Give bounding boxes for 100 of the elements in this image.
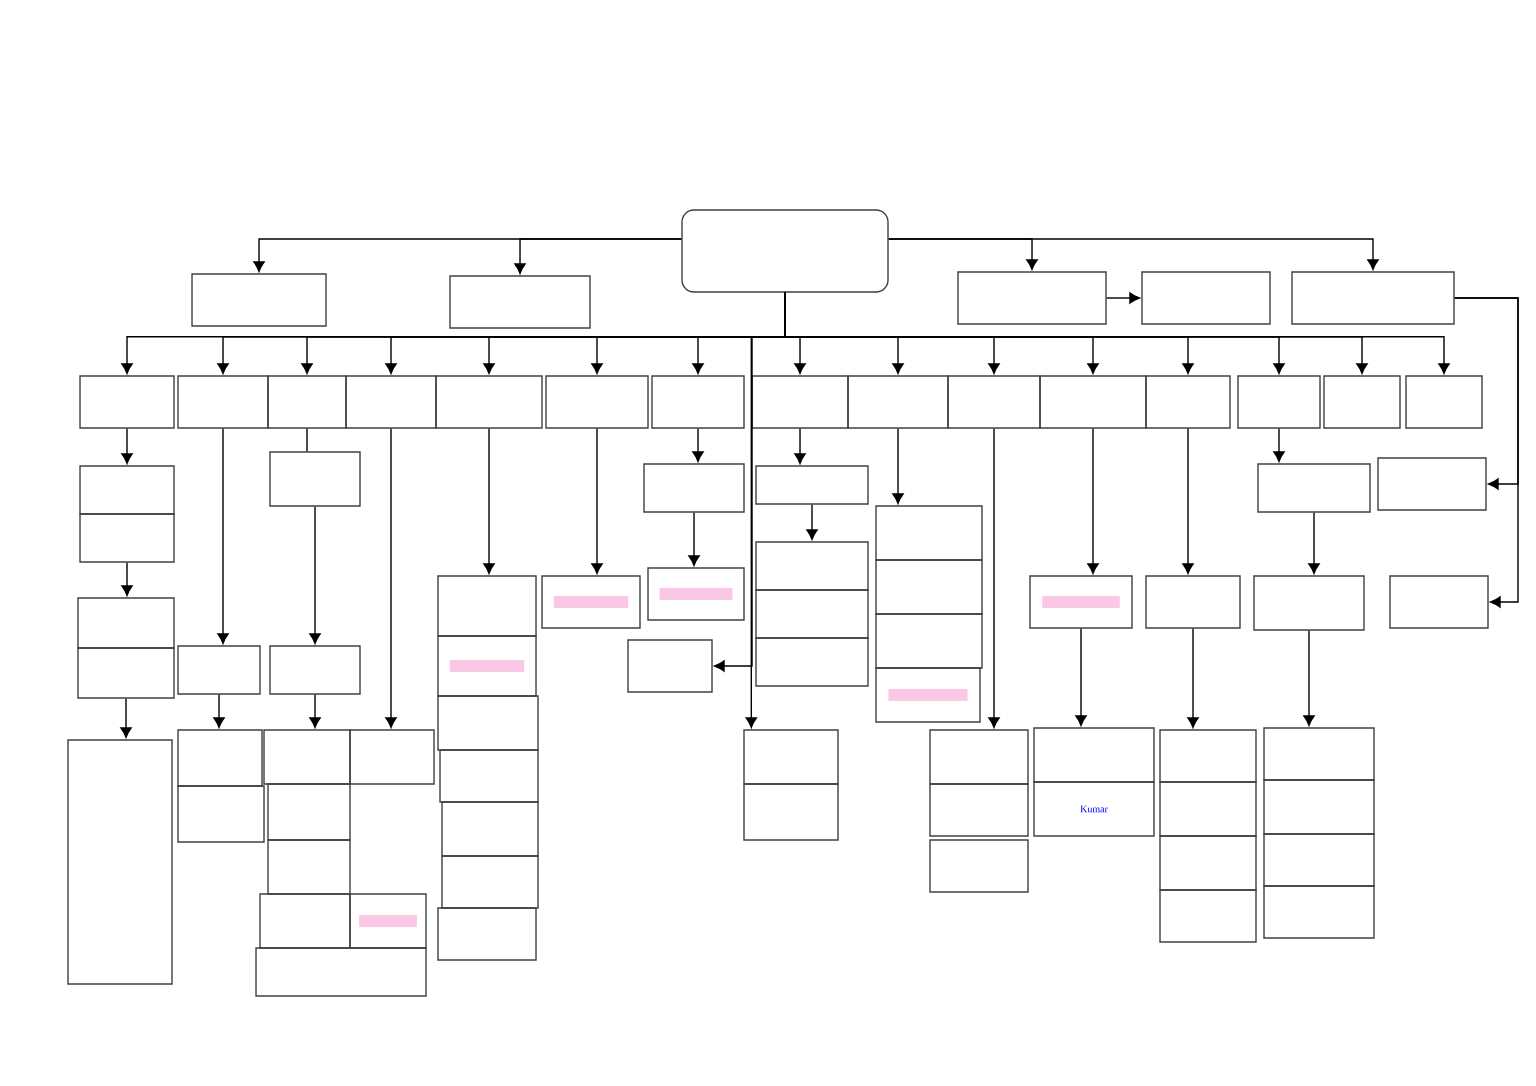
org-box: [1263, 833, 1375, 887]
org-box: [627, 639, 713, 693]
org-box: [1253, 575, 1365, 631]
org-box: [929, 839, 1029, 893]
org-box: [1159, 889, 1257, 943]
arrow: [309, 694, 321, 728]
arrow: [121, 428, 133, 464]
org-box: [1263, 779, 1375, 835]
org-box: [651, 375, 745, 429]
org-box: [269, 451, 361, 507]
org-box: [847, 375, 949, 429]
org-box: [77, 597, 175, 649]
org-box: [1323, 375, 1401, 429]
org-box: [267, 375, 347, 429]
arrow: [988, 428, 1000, 728]
highlighted-box: [647, 567, 745, 621]
org-box: [1159, 729, 1257, 783]
org-box: [1257, 463, 1371, 513]
org-box: [1405, 375, 1483, 429]
org-box: [947, 375, 1041, 429]
arrow: [385, 428, 397, 728]
org-box: [177, 645, 261, 695]
highlighted-box: [875, 667, 981, 723]
org-box: [1263, 885, 1375, 939]
arrow: [1273, 428, 1285, 462]
org-box: [1237, 375, 1321, 429]
org-box: [435, 375, 543, 429]
highlighted-box: [437, 635, 537, 697]
arrow: [591, 428, 603, 574]
org-box: [77, 647, 175, 699]
org-box: [1263, 727, 1375, 781]
org-box: [1377, 457, 1487, 511]
org-box: [437, 695, 539, 751]
arrow: [1187, 628, 1199, 728]
org-box: [1145, 375, 1231, 429]
arrow: [309, 506, 321, 644]
arrow: [714, 292, 786, 672]
highlighted-box: [1029, 575, 1133, 629]
org-box: [929, 783, 1029, 837]
org-box: [743, 783, 839, 841]
arrow: [1303, 630, 1315, 726]
org-box: [875, 559, 983, 615]
org-box: [349, 729, 435, 785]
org-box: [345, 375, 437, 429]
org-box: [755, 589, 869, 639]
org-box: [1141, 271, 1271, 325]
arrow: [1454, 297, 1519, 608]
org-box: [259, 893, 351, 949]
highlighted-box: [541, 575, 641, 629]
org-box: [751, 375, 849, 429]
arrow: [1106, 292, 1140, 304]
org-box: [79, 465, 175, 515]
arrow: [213, 694, 225, 728]
org-box: [743, 729, 839, 785]
org-box: [449, 275, 591, 329]
title-box: [681, 209, 889, 293]
org-box: [1159, 835, 1257, 891]
org-box: [263, 729, 351, 785]
arrow: [892, 428, 904, 504]
arrow: [692, 428, 704, 462]
org-box: [269, 645, 361, 695]
org-box: [875, 505, 983, 561]
arrow: [1182, 428, 1194, 574]
org-box: [439, 749, 539, 803]
org-box: [177, 785, 265, 843]
arrow: [806, 504, 818, 540]
org-box: [267, 783, 351, 841]
org-box: [1145, 575, 1241, 629]
org-box: [255, 947, 427, 997]
org-box: [441, 801, 539, 857]
arrow: [794, 428, 806, 464]
arrow: [1308, 512, 1320, 574]
org-box: [643, 463, 745, 513]
arrow: [483, 428, 495, 574]
org-box: [177, 729, 263, 787]
org-box: [267, 839, 351, 895]
org-box: [929, 729, 1029, 785]
org-box: [79, 375, 175, 429]
org-box: [437, 575, 537, 637]
org-box: [79, 513, 175, 563]
org-box: [67, 739, 173, 985]
org-box: [1389, 575, 1489, 629]
arrow: [217, 428, 229, 644]
org-box: [191, 273, 327, 327]
org-box: [1159, 781, 1257, 837]
org-box: [755, 541, 869, 591]
org-box: [177, 375, 269, 429]
org-box: [441, 855, 539, 909]
org-box: [545, 375, 649, 429]
arrow: [120, 698, 132, 738]
org-box: [755, 637, 869, 687]
arrow: [1087, 428, 1099, 574]
org-box: [875, 613, 983, 669]
org-box: [755, 465, 869, 505]
org-box: [1291, 271, 1455, 325]
highlighted-box: [349, 893, 427, 949]
arrow: [888, 238, 1379, 270]
org-box: [437, 907, 537, 961]
org-box: [1039, 375, 1147, 429]
arrow: [1075, 628, 1087, 726]
